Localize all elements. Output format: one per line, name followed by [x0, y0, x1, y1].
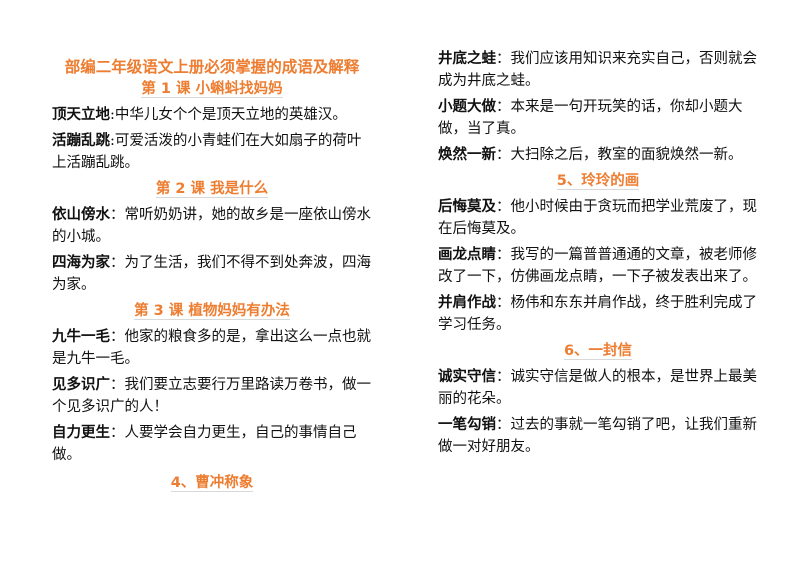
- idiom-explanation: 大扫除之后，教室的面貌焕然一新。: [510, 147, 743, 163]
- idiom-entry: 见多识广：我们要立志要行万里路读万卷书，做一个见多识广的人！: [52, 377, 371, 415]
- idiom-explanation: 我们应该用知识来充实自己，否则就会成为井底之蛙。: [438, 51, 757, 89]
- idiom-explanation: 他小时候由于贪玩而把学业荒废了，现在后悔莫及。: [438, 199, 757, 237]
- idiom-explanation: 杨伟和东东并肩作战，终于胜利完成了学习任务。: [438, 295, 757, 333]
- idiom-term: 井底之蛙: [438, 51, 496, 67]
- lesson-5-heading: 5、玲玲的画: [556, 173, 640, 190]
- idiom-explanation: 常听奶奶讲，她的故乡是一座依山傍水的小城。: [52, 207, 371, 245]
- idiom-explanation: 中华儿女个个是顶天立地的英雄汉。: [114, 107, 347, 123]
- idiom-explanation: 他家的粮食多的是，拿出这么一点也就是九牛一毛。: [52, 329, 371, 367]
- idiom-entry: 四海为家：为了生活，我们不得不到处奔波，四海为家。: [52, 255, 371, 293]
- lesson-1-heading: 第 1 课 小蝌蚪找妈妈: [141, 81, 283, 98]
- idiom-explanation: 人要学会自力更生，自己的事情自己做。: [52, 425, 357, 463]
- idiom-term: 依山傍水: [52, 207, 110, 223]
- idiom-term: 活蹦乱跳: [52, 133, 110, 149]
- lesson-6-heading: 6、一封信: [563, 343, 633, 360]
- idiom-term: 诚实守信: [438, 369, 496, 385]
- idiom-term: 见多识广: [52, 377, 110, 393]
- idiom-explanation: 为了生活，我们不得不到处奔波，四海为家。: [52, 255, 371, 293]
- idiom-explanation: 本来是一句开玩笑的话，你却小题大做，当了真。: [438, 99, 743, 137]
- idiom-entry: 小题大做：本来是一句开玩笑的话，你却小题大做，当了真。: [438, 99, 743, 137]
- idiom-term: 后悔莫及: [438, 199, 496, 215]
- idiom-entry: 自力更生：人要学会自力更生，自己的事情自己做。: [52, 425, 357, 463]
- idiom-explanation: 过去的事就一笔勾销了吧，让我们重新做一对好朋友。: [438, 417, 757, 455]
- idiom-entry: 画龙点睛：我写的一篇普普通通的文章，被老师修改了一下，仿佛画龙点睛，一下子被发表…: [438, 247, 757, 285]
- idiom-term: 四海为家: [52, 255, 110, 271]
- lesson-2-heading: 第 2 课 我是什么: [155, 181, 269, 198]
- idiom-explanation: 可爱活泼的小青蛙们在大如扇子的荷叶上活蹦乱跳。: [52, 133, 362, 171]
- document-title: 部编二年级语文上册必须掌握的成语及解释: [64, 58, 360, 76]
- idiom-term: 画龙点睛: [438, 247, 496, 263]
- idiom-term: 焕然一新: [438, 147, 496, 163]
- idiom-explanation: 诚实守信是做人的根本，是世界上最美丽的花朵。: [438, 369, 757, 407]
- lesson-3-heading: 第 3 课 植物妈妈有办法: [134, 303, 290, 320]
- idiom-entry: 依山傍水：常听奶奶讲，她的故乡是一座依山傍水的小城。: [52, 207, 371, 245]
- lesson-4-heading: 4、曹冲称象: [170, 475, 254, 492]
- idiom-entry: 并肩作战：杨伟和东东并肩作战，终于胜利完成了学习任务。: [438, 295, 757, 333]
- idiom-explanation: 我写的一篇普普通通的文章，被老师修改了一下，仿佛画龙点睛，一下子被发表出来了。: [438, 247, 757, 285]
- idiom-entry: 顶天立地:中华儿女个个是顶天立地的英雄汉。: [52, 107, 347, 123]
- idiom-term: 小题大做: [438, 99, 496, 115]
- left-column: 部编二年级语文上册必须掌握的成语及解释 第 1 课 小蝌蚪找妈妈 顶天立地:中华…: [52, 48, 372, 498]
- idiom-explanation: 我们要立志要行万里路读万卷书，做一个见多识广的人！: [52, 377, 371, 415]
- idiom-term: 顶天立地: [52, 107, 110, 123]
- idiom-entry: 一笔勾销：过去的事就一笔勾销了吧，让我们重新做一对好朋友。: [438, 417, 757, 455]
- idiom-entry: 井底之蛙：我们应该用知识来充实自己，否则就会成为井底之蛙。: [438, 51, 757, 89]
- idiom-entry: 活蹦乱跳:可爱活泼的小青蛙们在大如扇子的荷叶上活蹦乱跳。: [52, 133, 362, 171]
- idiom-term: 并肩作战: [438, 295, 496, 311]
- idiom-entry: 后悔莫及：他小时候由于贪玩而把学业荒废了，现在后悔莫及。: [438, 199, 757, 237]
- idiom-entry: 焕然一新：大扫除之后，教室的面貌焕然一新。: [438, 147, 743, 163]
- idiom-term: 一笔勾销: [438, 417, 496, 433]
- idiom-entry: 九牛一毛：他家的粮食多的是，拿出这么一点也就是九牛一毛。: [52, 329, 371, 367]
- idiom-term: 九牛一毛: [52, 329, 110, 345]
- idiom-term: 自力更生: [52, 425, 110, 441]
- idiom-entry: 诚实守信：诚实守信是做人的根本，是世界上最美丽的花朵。: [438, 369, 757, 407]
- right-column: 井底之蛙：我们应该用知识来充实自己，否则就会成为井底之蛙。 小题大做：本来是一句…: [438, 48, 758, 462]
